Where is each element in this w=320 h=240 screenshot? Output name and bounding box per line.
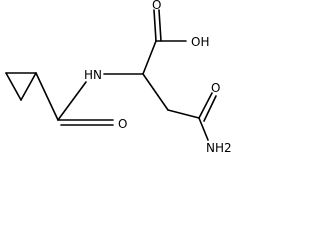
amide-oxygen-right-label: O: [211, 81, 220, 95]
bond-carboxyl-double-1: [153, 9, 157, 42]
bond-right-carbonyl-double-1: [198, 92, 213, 119]
bond-ring-top-right-bottom: [20, 72, 37, 101]
bond-ch2-to-amide-carbon: [167, 109, 200, 119]
structure-canvas: O OH HN O O NH2: [0, 0, 241, 158]
acid-oxygen-label: O: [152, 0, 161, 12]
amide-oxygen-left-label: O: [118, 117, 127, 131]
bond-alpha-to-ch2: [142, 73, 169, 111]
hydroxyl-label: OH: [191, 35, 209, 49]
bond-alpha-to-carboxyl: [142, 40, 157, 75]
chemical-structure: O OH HN O O NH2: [5, 0, 232, 155]
amide-nh2-label: NH2: [206, 141, 232, 155]
bond-right-carbonyl-double-2: [203, 95, 217, 122]
bond-ring-top-left-bottom: [5, 72, 22, 101]
bond-ring-to-carbonyl: [35, 72, 59, 121]
bond-carbonyl-to-nh: [57, 81, 87, 121]
amine-nh-label: HN: [84, 68, 102, 82]
bond-amide-carbon-to-nh2: [198, 117, 209, 141]
bond-carboxyl-double-2: [158, 9, 162, 42]
